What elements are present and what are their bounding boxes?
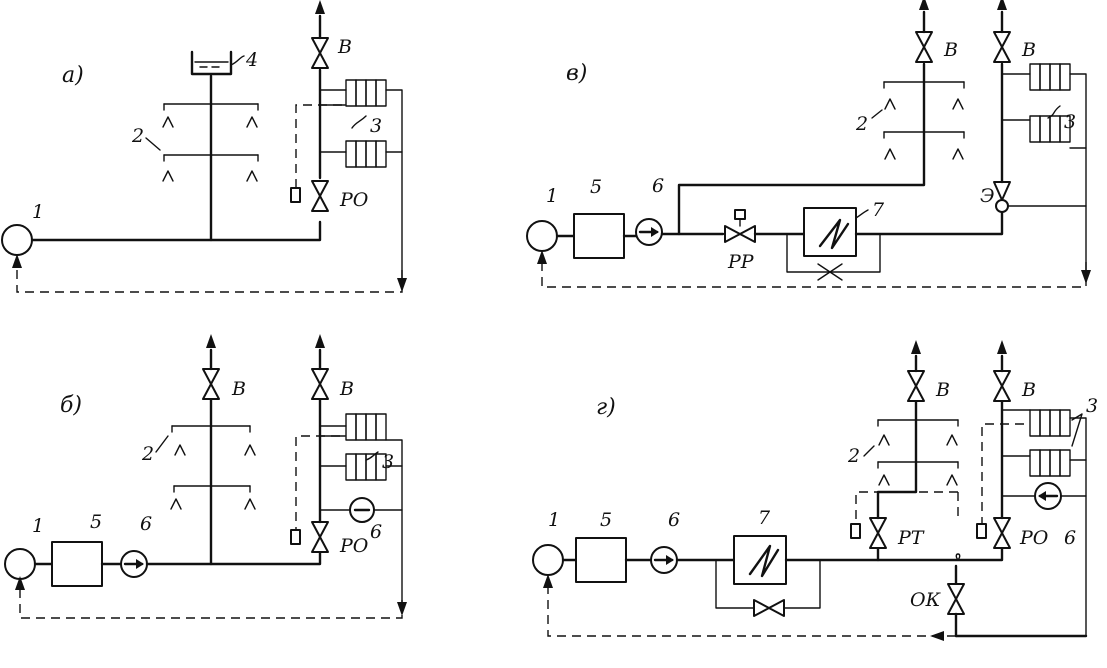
label-6-g: 6 — [668, 509, 680, 531]
heater-7-v-icon — [803, 207, 857, 257]
label-ro-a: РО — [339, 189, 369, 211]
panel-g-label: г) — [596, 395, 616, 420]
label-ejector: Э — [980, 185, 995, 207]
label-3-b: 3 — [382, 451, 394, 473]
label-5-g: 5 — [600, 509, 612, 531]
label-7-v: 7 — [872, 199, 885, 221]
label-3-a: 3 — [370, 115, 382, 137]
label-1-v: 1 — [546, 185, 558, 207]
source-1-g-icon — [532, 544, 564, 576]
label-5-v: 5 — [590, 176, 602, 198]
panel-v-label: в) — [566, 61, 587, 86]
label-ok: ОК — [910, 589, 942, 611]
label-7-g: 7 — [758, 507, 771, 529]
label-ro-b: РО — [339, 535, 369, 557]
label-2-v: 2 — [855, 113, 868, 135]
pump-6-circ-b-icon — [349, 497, 375, 523]
label-6-v: 6 — [652, 175, 664, 197]
label-1-g: 1 — [548, 509, 560, 531]
label-ro-g: РО — [1019, 527, 1049, 549]
label-1: 1 — [32, 201, 44, 223]
unit-5-g-icon — [575, 537, 627, 583]
tank-4-icon — [190, 50, 233, 76]
source-1-icon — [1, 224, 33, 256]
label-valve-b-b2: В — [339, 378, 354, 400]
sensor-icon — [290, 187, 301, 203]
label-4: 4 — [245, 49, 258, 71]
label-rt: РТ — [897, 527, 925, 549]
label-6-b: 6 — [140, 513, 152, 535]
panel-b: б) 1 5 6 В 2 РО В — [4, 334, 407, 619]
label-3-v: 3 — [1064, 111, 1076, 133]
label-valve-b-v1: В — [943, 39, 958, 61]
source-1-v-icon — [526, 220, 558, 252]
panel-v: в) 1 5 6 РР 7 В — [526, 0, 1091, 288]
panel-b-label: б) — [60, 393, 82, 418]
label-2: 2 — [131, 125, 144, 147]
panel-a: а) 1 4 2 РО В — [1, 0, 407, 293]
label-1-b: 1 — [32, 515, 44, 537]
label-valve-b-g2: В — [1021, 379, 1036, 401]
unit-5-b-icon — [51, 541, 103, 587]
label-2-g: 2 — [847, 445, 860, 467]
ejector-icon — [995, 199, 1009, 213]
unit-5-v-icon — [573, 213, 625, 259]
panel-a-label: а) — [62, 63, 84, 88]
label-6-b2: 6 — [370, 521, 382, 543]
label-2-b: 2 — [141, 443, 154, 465]
label-6-g2: 6 — [1064, 527, 1076, 549]
source-1-b-icon — [4, 548, 36, 580]
label-valve-b-g1: В — [935, 379, 950, 401]
label-valve-b-b1: В — [231, 378, 246, 400]
label-valve-b-a: В — [337, 36, 352, 58]
panel-g: г) 1 5 6 7 РТ В 2 — [532, 340, 1098, 641]
label-valve-b-v2: В — [1021, 39, 1036, 61]
label-rr: РР — [727, 251, 755, 273]
label-3-g: 3 — [1086, 395, 1098, 417]
label-5-b: 5 — [90, 511, 102, 533]
